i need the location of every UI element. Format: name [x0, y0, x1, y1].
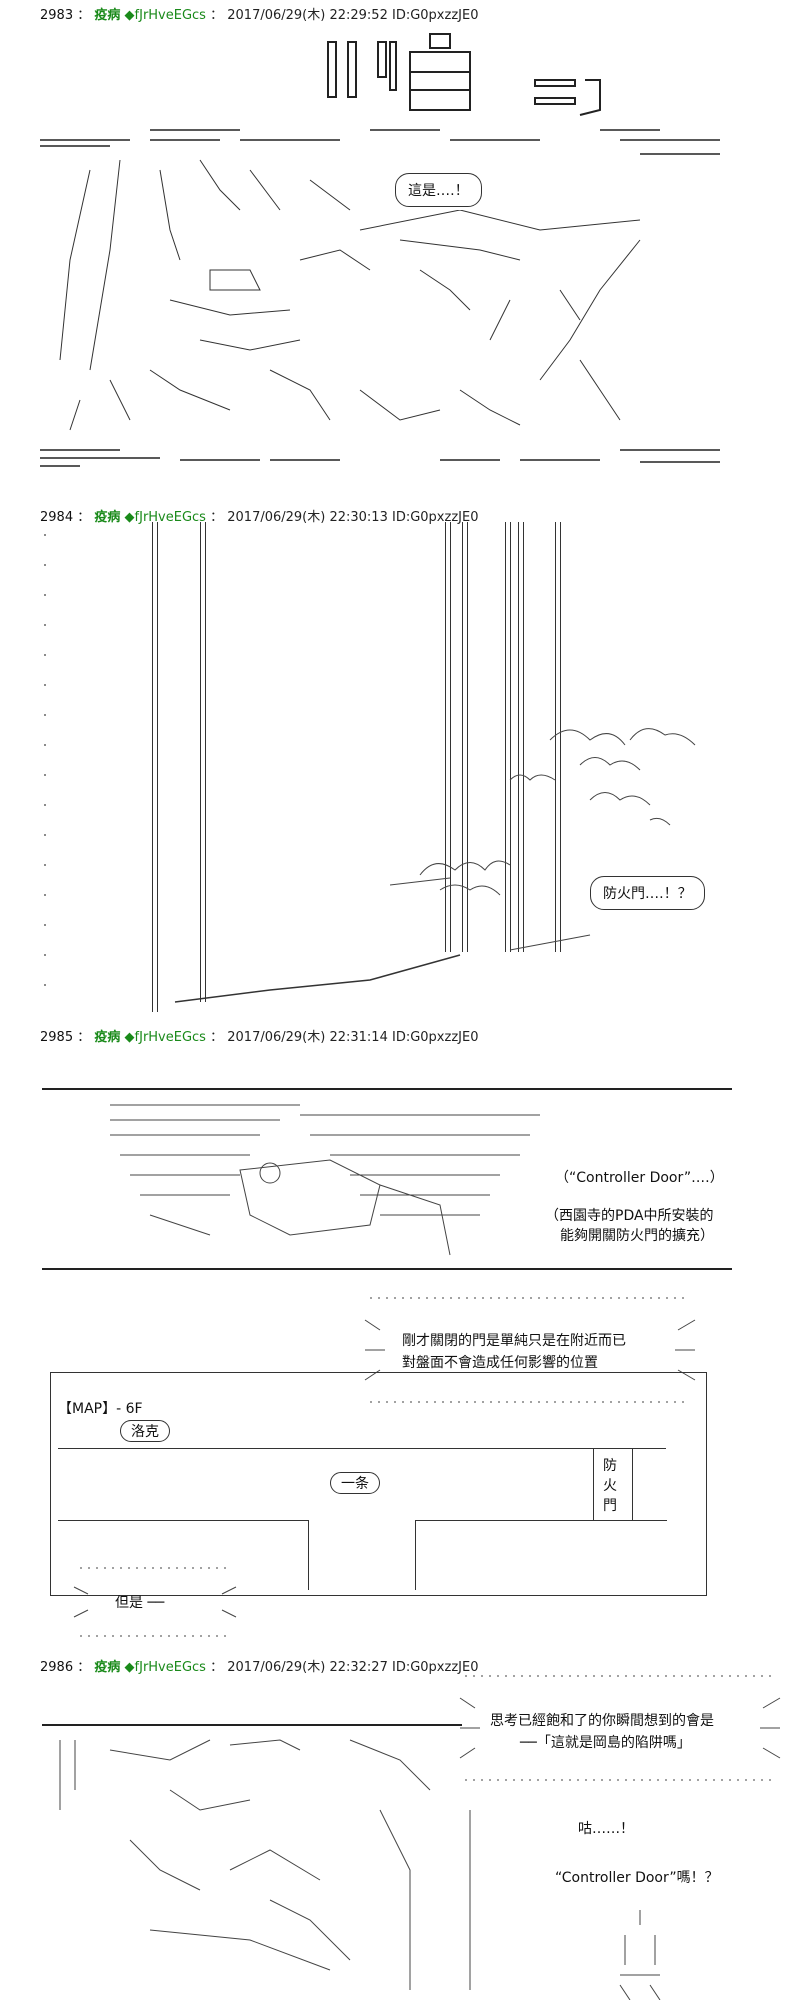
line-controller-door: “Controller Door”嗎！？ [555, 1870, 719, 1886]
smoke-art [390, 728, 696, 951]
poster-name: 疫病 [94, 1030, 121, 1045]
map-fire-door-1[interactable]: 防 [603, 1458, 617, 1474]
dotted-margin [44, 534, 46, 986]
post-id: ID:G0pxzzJE0 [391, 510, 479, 525]
post-datetime: 2017/06/29(木) 22:29:52 [227, 8, 388, 23]
map-wall-2 [415, 1520, 416, 1590]
poster-name: 疫病 [94, 1660, 121, 1675]
door-frame-right-5 [555, 522, 561, 952]
floor-line [174, 954, 461, 1003]
map-title: 【MAP】- 6F [58, 1401, 143, 1417]
map-frame [50, 1372, 707, 1596]
burst-frame-1 [364, 1297, 696, 1403]
post-id: ID:G0pxzzJE0 [391, 1030, 479, 1045]
but-text: 但是 ── [115, 1595, 165, 1611]
burst-text-2b: ──「這就是岡島的陷阱嗎」 [520, 1735, 691, 1751]
burst-text-1b: 對盤面不會造成任何影響的位置 [402, 1355, 598, 1371]
post-number[interactable]: 2986 [40, 1660, 74, 1675]
caption-controller-door: （“Controller Door”‥‥） [555, 1170, 724, 1186]
post-datetime: 2017/06/29(木) 22:32:27 [227, 1660, 388, 1675]
map-corridor-bottom-right [415, 1520, 667, 1521]
map-room-rock[interactable]: 洛克 [120, 1420, 170, 1442]
speed-lines-top [40, 129, 720, 155]
door-frame-right [445, 522, 451, 952]
caption-pda-2: 能夠開關防火門的擴充） [560, 1228, 714, 1244]
map-room-ichijo[interactable]: 一条 [330, 1472, 380, 1494]
figure-bottom-right [619, 1910, 661, 2000]
map-corridor-bottom [58, 1520, 308, 1521]
caption-pda-1: （西園寺的PDA中所安裝的 [545, 1208, 714, 1224]
speech-bubble-1: 這是‥‥！ [395, 173, 482, 207]
map-corridor-top [58, 1448, 666, 1449]
poster-name: 疫病 [94, 8, 121, 23]
map-wall-1 [308, 1520, 309, 1590]
poster-trip: ◆fJrHveEGcs [124, 1660, 206, 1675]
arm-art [359, 210, 641, 426]
post-datetime: 2017/06/29(木) 22:31:14 [227, 1030, 388, 1045]
burst-text-1a: 剛才關閉的門是單純只是在附近而已 [402, 1333, 626, 1349]
post-number[interactable]: 2985 [40, 1030, 74, 1045]
post-id: ID:G0pxzzJE0 [391, 8, 479, 23]
door-frame-left [152, 522, 158, 1012]
post-number[interactable]: 2984 [40, 510, 74, 525]
map-fire-door-3[interactable]: 門 [603, 1498, 617, 1514]
door-frame-right-4 [518, 522, 524, 952]
post-header-2985: 2985 ： 疫病 ◆fJrHveEGcs ： 2017/06/29(木) 22… [40, 1030, 479, 1045]
sound-effect-art [327, 33, 601, 116]
line-grunt: 咕‥‥‥！ [578, 1821, 635, 1837]
thinking-character-art [59, 1739, 471, 1990]
panel-top-border-2 [42, 1724, 462, 1726]
burst-frame-2 [73, 1567, 237, 1637]
door-frame-right-2 [462, 522, 468, 952]
poster-name: 疫病 [94, 510, 121, 525]
map-fire-door-2[interactable]: 火 [603, 1478, 617, 1494]
panel-top-border [42, 1088, 732, 1090]
door-frame-right-3 [505, 522, 511, 952]
post-header-2983: 2983 ： 疫病 ◆fJrHveEGcs ： 2017/06/29(木) 22… [40, 8, 479, 23]
post-id: ID:G0pxzzJE0 [391, 1660, 479, 1675]
burst-text-2a: 思考已經飽和了的你瞬間想到的會是 [490, 1713, 714, 1729]
door-frame-inner-left [200, 522, 206, 1002]
burst-frame-3 [459, 1675, 781, 1781]
speed-lines-bottom [40, 449, 720, 467]
post-number[interactable]: 2983 [40, 8, 74, 23]
character-art [59, 159, 371, 431]
post-header-2986: 2986 ： 疫病 ◆fJrHveEGcs ： 2017/06/29(木) 22… [40, 1660, 479, 1675]
map-door-wall-r [632, 1448, 633, 1520]
panel-bottom-border [42, 1268, 732, 1270]
speech-bubble-2: 防火門‥‥！？ [590, 876, 705, 910]
post-datetime: 2017/06/29(木) 22:30:13 [227, 510, 388, 525]
pda-hand-art [110, 1104, 540, 1256]
poster-trip: ◆fJrHveEGcs [124, 510, 206, 525]
map-door-wall-l [593, 1448, 594, 1520]
post-header-2984: 2984 ： 疫病 ◆fJrHveEGcs ： 2017/06/29(木) 22… [40, 510, 479, 525]
poster-trip: ◆fJrHveEGcs [124, 8, 206, 23]
poster-trip: ◆fJrHveEGcs [124, 1030, 206, 1045]
